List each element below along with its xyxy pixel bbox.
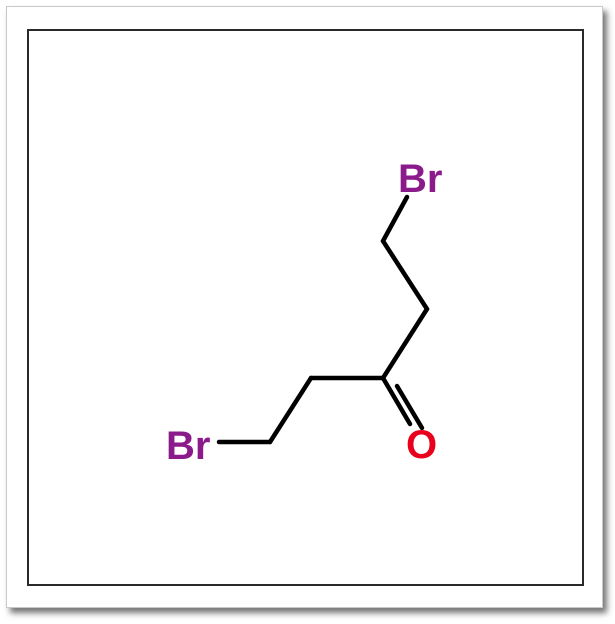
bond-c2-c3 — [380, 306, 430, 381]
drawing-border — [27, 29, 584, 586]
bond-br-c1 — [380, 194, 410, 244]
bond-group — [216, 194, 430, 445]
bond-c1-c2 — [380, 238, 430, 312]
atom-label-br-left: Br — [166, 424, 210, 468]
bond-c4-c5 — [267, 375, 314, 445]
bond-c3-o-b — [394, 383, 425, 431]
atom-label-o: O — [406, 423, 437, 467]
bond-c3-o-a — [380, 375, 413, 427]
atom-label-br-top: Br — [398, 157, 442, 201]
